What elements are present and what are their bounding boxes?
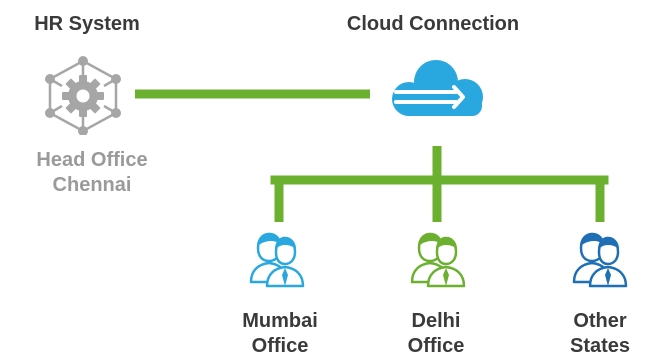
head-office-line1: Head Office xyxy=(36,149,148,171)
office-line2: Office xyxy=(407,335,465,357)
head-office-label: Head Office Chennai xyxy=(22,148,162,198)
hr-system-title: HR System xyxy=(34,13,140,35)
users-icon xyxy=(572,232,628,288)
office-line1: Other xyxy=(573,310,627,332)
users-icon xyxy=(410,232,466,288)
cloud-connection-title: Cloud Connection xyxy=(346,13,520,35)
users-icon xyxy=(249,232,305,288)
office-line1: Mumbai xyxy=(242,310,318,332)
head-office-line2: Chennai xyxy=(52,174,132,196)
office-line2: Office xyxy=(251,335,309,357)
office-line2: States xyxy=(569,335,631,357)
cloud-arrow-icon xyxy=(392,60,483,116)
office-label-mumbai: Mumbai Office xyxy=(220,309,340,359)
office-line1: Delhi xyxy=(411,310,461,332)
network-gear-icon xyxy=(45,56,121,135)
office-label-other-states: Other States xyxy=(540,309,650,359)
office-label-delhi: Delhi Office xyxy=(376,309,496,359)
